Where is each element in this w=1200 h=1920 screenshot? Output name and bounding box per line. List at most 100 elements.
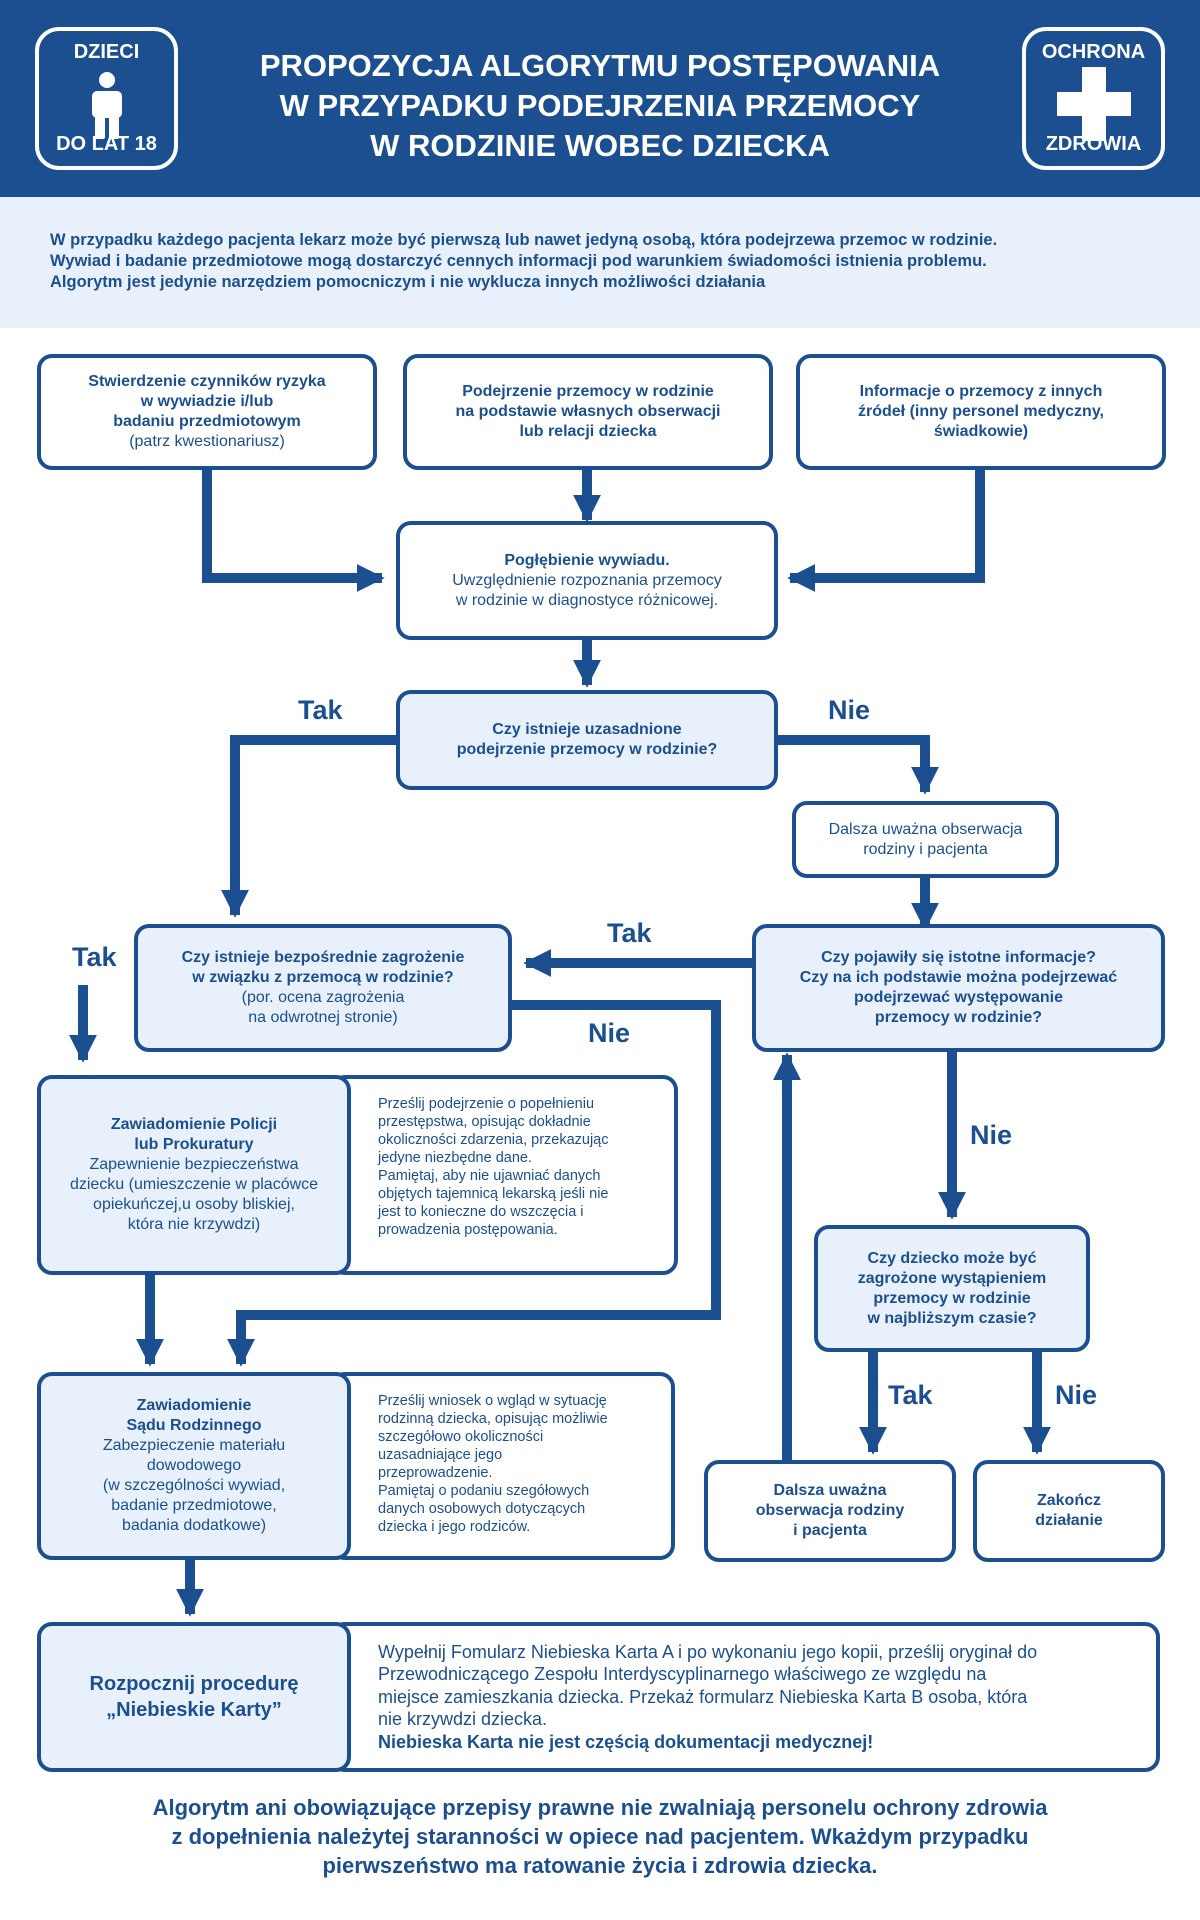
label-yes-threat: Tak	[72, 942, 117, 972]
blue-card-title: „Niebieskie Karty”	[106, 1699, 282, 1721]
intro-text: W przypadku każdego pacjenta lekarz może…	[50, 230, 1160, 293]
further-observation-2-line: i pacjenta	[793, 1522, 867, 1539]
other-sources-line: źródeł (inny personel medyczny,	[858, 403, 1104, 420]
arrow-threat-no	[227, 1000, 721, 1367]
family-court-note: badanie przedmiotowe,	[111, 1497, 277, 1514]
label-yes-info: Tak	[607, 918, 652, 948]
intro-line: Algorytm jest jedynie narzędziem pomocni…	[50, 273, 766, 291]
court-detail-line: uzasadniające jego	[378, 1447, 503, 1463]
label-no-threat: Nie	[588, 1018, 631, 1048]
blue-card-box: Rozpocznij procedurę „Niebieskie Karty”	[37, 1622, 351, 1772]
further-observation-2-box: Dalsza uważna obserwacja rodziny i pacje…	[704, 1460, 956, 1562]
family-court-note: badania dodatkowe)	[121, 1517, 267, 1534]
label-no-suspicion: Nie	[828, 695, 871, 725]
new-information-line: Czy na ich podstawie można podejrzewać	[799, 969, 1118, 986]
further-observation-box: Dalsza uważna obserwacja rodziny i pacje…	[792, 801, 1059, 878]
direct-threat-line: w związku z przemocą w rodzinie?	[192, 969, 454, 986]
family-court-title: Sądu Rodzinnego	[126, 1417, 262, 1434]
direct-threat-note: na odwrotnej stronie)	[248, 1009, 398, 1026]
footer-line: z dopełnienia należytej staranności w op…	[171, 1824, 1029, 1849]
page-title: PROPOZYCJA ALGORYTMU POSTĘPOWANIA W PRZY…	[185, 46, 1015, 166]
police-detail-line: okoliczności zdarzenia, przekazując	[378, 1132, 609, 1148]
blue-card-detail-line: miejsce zamieszkania dziecka. Przekaż fo…	[378, 1686, 1028, 1707]
title-line: W PRZYPADKU PODEJRZENIA PRZEMOCY	[279, 88, 921, 123]
blue-card-detail-line: Wypełnij Fomularz Niebieska Karta A i po…	[378, 1641, 1038, 1662]
court-detail-line: danych osobowych dotyczących	[378, 1501, 586, 1517]
label-yes-child: Tak	[888, 1380, 933, 1410]
court-detail-box: Prześlij wniosek o wgląd w sytuację rodz…	[330, 1372, 675, 1560]
family-court-title: Zawiadomienie	[136, 1397, 252, 1414]
risk-factors-line: badaniu przedmiotowym	[113, 413, 301, 430]
risk-factors-line: Stwierdzenie czynników ryzyka	[88, 373, 326, 390]
arrow-suspicion-no	[778, 735, 939, 795]
police-detail-line: Pamiętaj, aby nie ujawniać danych	[378, 1168, 601, 1184]
child-threat-box: Czy dziecko może być zagrożone wystąpien…	[814, 1225, 1090, 1352]
risk-factors-line: w wywiadzie i/lub	[140, 393, 274, 410]
family-court-box: Zawiadomienie Sądu Rodzinnego Zabezpiecz…	[37, 1372, 351, 1560]
police-title: Zawiadomienie Policji	[110, 1116, 278, 1133]
deepen-interview-note: Uwzględnienie rozpoznania przemocy	[452, 571, 722, 589]
deepen-interview-box: Pogłębienie wywiadu. Uwzględnienie rozpo…	[396, 521, 778, 640]
cross-icon	[1056, 67, 1131, 141]
police-detail-line: objętych tajemnicą lekarską jeśli nie	[378, 1186, 609, 1202]
court-detail-line: dziecka i jego rodziców.	[378, 1519, 531, 1535]
deepen-interview-note: w rodzinie w diagnostyce różnicowej.	[455, 591, 719, 609]
label-no-info: Nie	[970, 1120, 1013, 1150]
court-detail-line: Prześlij wniosek o wgląd w sytuację	[378, 1393, 607, 1409]
further-observation-line: Dalsza uważna obserwacja	[828, 820, 1023, 838]
direct-threat-line: Czy istnieje bezpośrednie zagrożenie	[181, 949, 465, 966]
police-note: która nie krzywdzi)	[127, 1216, 261, 1233]
label-no-child: Nie	[1055, 1380, 1098, 1410]
police-title: lub Prokuratury	[134, 1136, 254, 1153]
arrow-suspicion-yes	[221, 735, 396, 918]
risk-factors-box: Stwierdzenie czynników ryzyka w wywiadzi…	[37, 354, 377, 470]
direct-threat-box: Czy istnieje bezpośrednie zagrożenie w z…	[134, 924, 512, 1052]
further-observation-line: rodziny i pacjenta	[863, 840, 988, 858]
justified-suspicion-box: Czy istnieje uzasadnione podejrzenie prz…	[396, 690, 778, 790]
intro-line: W przypadku każdego pacjenta lekarz może…	[50, 231, 998, 249]
end-action-box: Zakończ działanie	[973, 1460, 1165, 1562]
deepen-interview-title: Pogłębienie wywiadu.	[504, 551, 670, 569]
label-yes-suspicion: Tak	[298, 695, 343, 725]
blue-card-detail-warning: Niebieska Karta nie jest częścią dokumen…	[378, 1731, 874, 1752]
own-observation-line: Podejrzenie przemocy w rodzinie	[462, 383, 714, 400]
blue-card-detail-line: Przewodniczącego Zespołu Interdyscyplina…	[378, 1664, 987, 1685]
risk-factors-note: (patrz kwestionariusz)	[129, 433, 285, 450]
footer-line: Algorytm ani obowiązujące przepisy prawn…	[152, 1795, 1048, 1820]
intro-panel: W przypadku każdego pacjenta lekarz może…	[0, 197, 1200, 328]
child-threat-line: przemocy w rodzinie	[873, 1289, 1031, 1307]
children-badge-top: DZIECI	[73, 41, 140, 63]
header-banner: DZIECI DO LAT 18 PROPOZYCJA ALGORYTMU PO…	[0, 0, 1200, 197]
child-threat-line: Czy dziecko może być	[867, 1249, 1037, 1267]
blue-card-title: Rozpocznij procedurę	[89, 1673, 299, 1695]
own-observation-line: na podstawie własnych obserwacji	[455, 403, 721, 420]
court-detail-line: rodzinną dziecka, opisując możliwie	[378, 1411, 608, 1427]
title-line: PROPOZYCJA ALGORYTMU POSTĘPOWANIA	[259, 48, 941, 83]
footer-note: Algorytm ani obowiązujące przepisy prawn…	[40, 1793, 1160, 1880]
footer-line: pierwszeństwo ma ratowanie życia i zdrow…	[322, 1853, 878, 1878]
new-information-line: podejrzewać występowanie	[854, 989, 1063, 1006]
children-badge-bottom: DO LAT 18	[56, 133, 157, 155]
police-note: opiekuńczej,u osoby bliskiej,	[93, 1196, 295, 1213]
other-sources-line: świadkowie)	[933, 423, 1029, 440]
direct-threat-note: (por. ocena zagrożenia	[241, 989, 405, 1006]
health-badge: OCHRONA ZDROWIA	[1022, 27, 1165, 170]
blue-card-detail-line: nie krzywdzi dziecka.	[378, 1709, 548, 1730]
other-sources-box: Informacje o przemocy z innych źródeł (i…	[796, 354, 1166, 470]
police-detail-line: Prześlij podejrzenie o popełnieniu	[378, 1096, 595, 1112]
child-threat-line: zagrożone wystąpieniem	[857, 1269, 1047, 1287]
child-icon	[91, 72, 122, 139]
court-detail-line: szczegółowo okoliczności	[378, 1429, 544, 1445]
justified-suspicion-line: Czy istnieje uzasadnione	[492, 721, 682, 738]
police-note: Zapewnienie bezpieczeństwa	[89, 1156, 299, 1173]
intro-line: Wywiad i badanie przedmiotowe mogą dosta…	[50, 252, 987, 270]
court-detail-line: Pamiętaj o podaniu szegółowych	[378, 1483, 590, 1499]
children-badge: DZIECI DO LAT 18	[35, 27, 178, 170]
health-badge-top: OCHRONA	[1041, 41, 1146, 63]
police-detail-line: przestępstwa, opisując dokładnie	[378, 1114, 591, 1130]
arrow-sources-to-interview	[787, 470, 985, 592]
own-observation-line: lub relacji dziecka	[519, 423, 657, 440]
police-detail-line: prowadzenia postępowania.	[378, 1222, 558, 1238]
child-threat-line: w najbliższym czasie?	[867, 1309, 1037, 1327]
